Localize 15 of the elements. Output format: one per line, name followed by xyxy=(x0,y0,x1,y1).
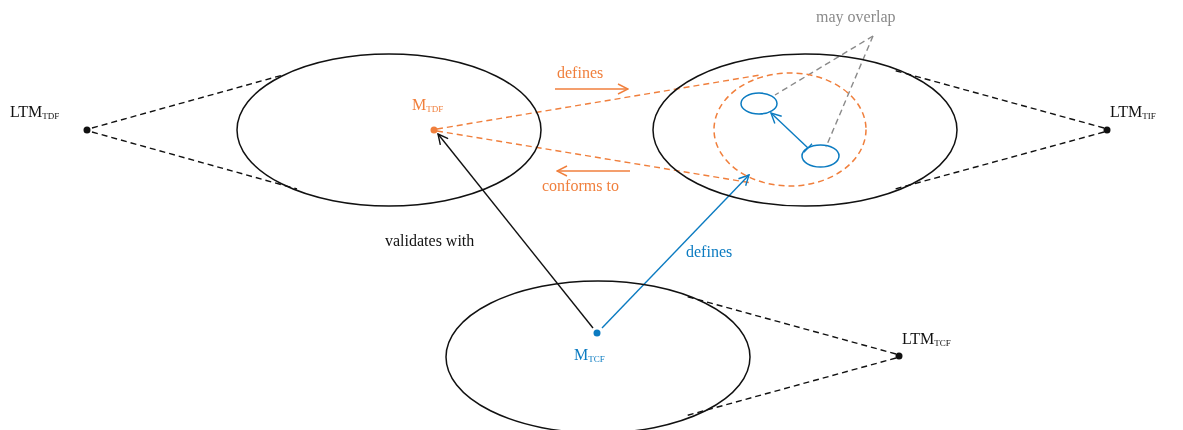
dashed-line xyxy=(436,74,761,130)
dashed-line xyxy=(91,74,284,129)
arrow xyxy=(437,133,594,329)
node-label: may overlap xyxy=(816,8,896,26)
dashed-line xyxy=(774,35,874,96)
dashed-line xyxy=(894,131,1105,190)
node-label: M$_{TDF}$ xyxy=(412,96,444,116)
node-label: M$_{TCF}$ xyxy=(574,346,605,366)
dashed-line xyxy=(825,35,874,148)
node-label: LTM$_{TDF}$ xyxy=(10,103,60,123)
dashed-line xyxy=(91,131,298,190)
node-label: LTM$_{TCF}$ xyxy=(902,330,951,350)
arrow xyxy=(770,112,813,154)
arrow xyxy=(601,174,750,329)
node-label: LTM$_{TIF}$ xyxy=(1110,103,1156,123)
